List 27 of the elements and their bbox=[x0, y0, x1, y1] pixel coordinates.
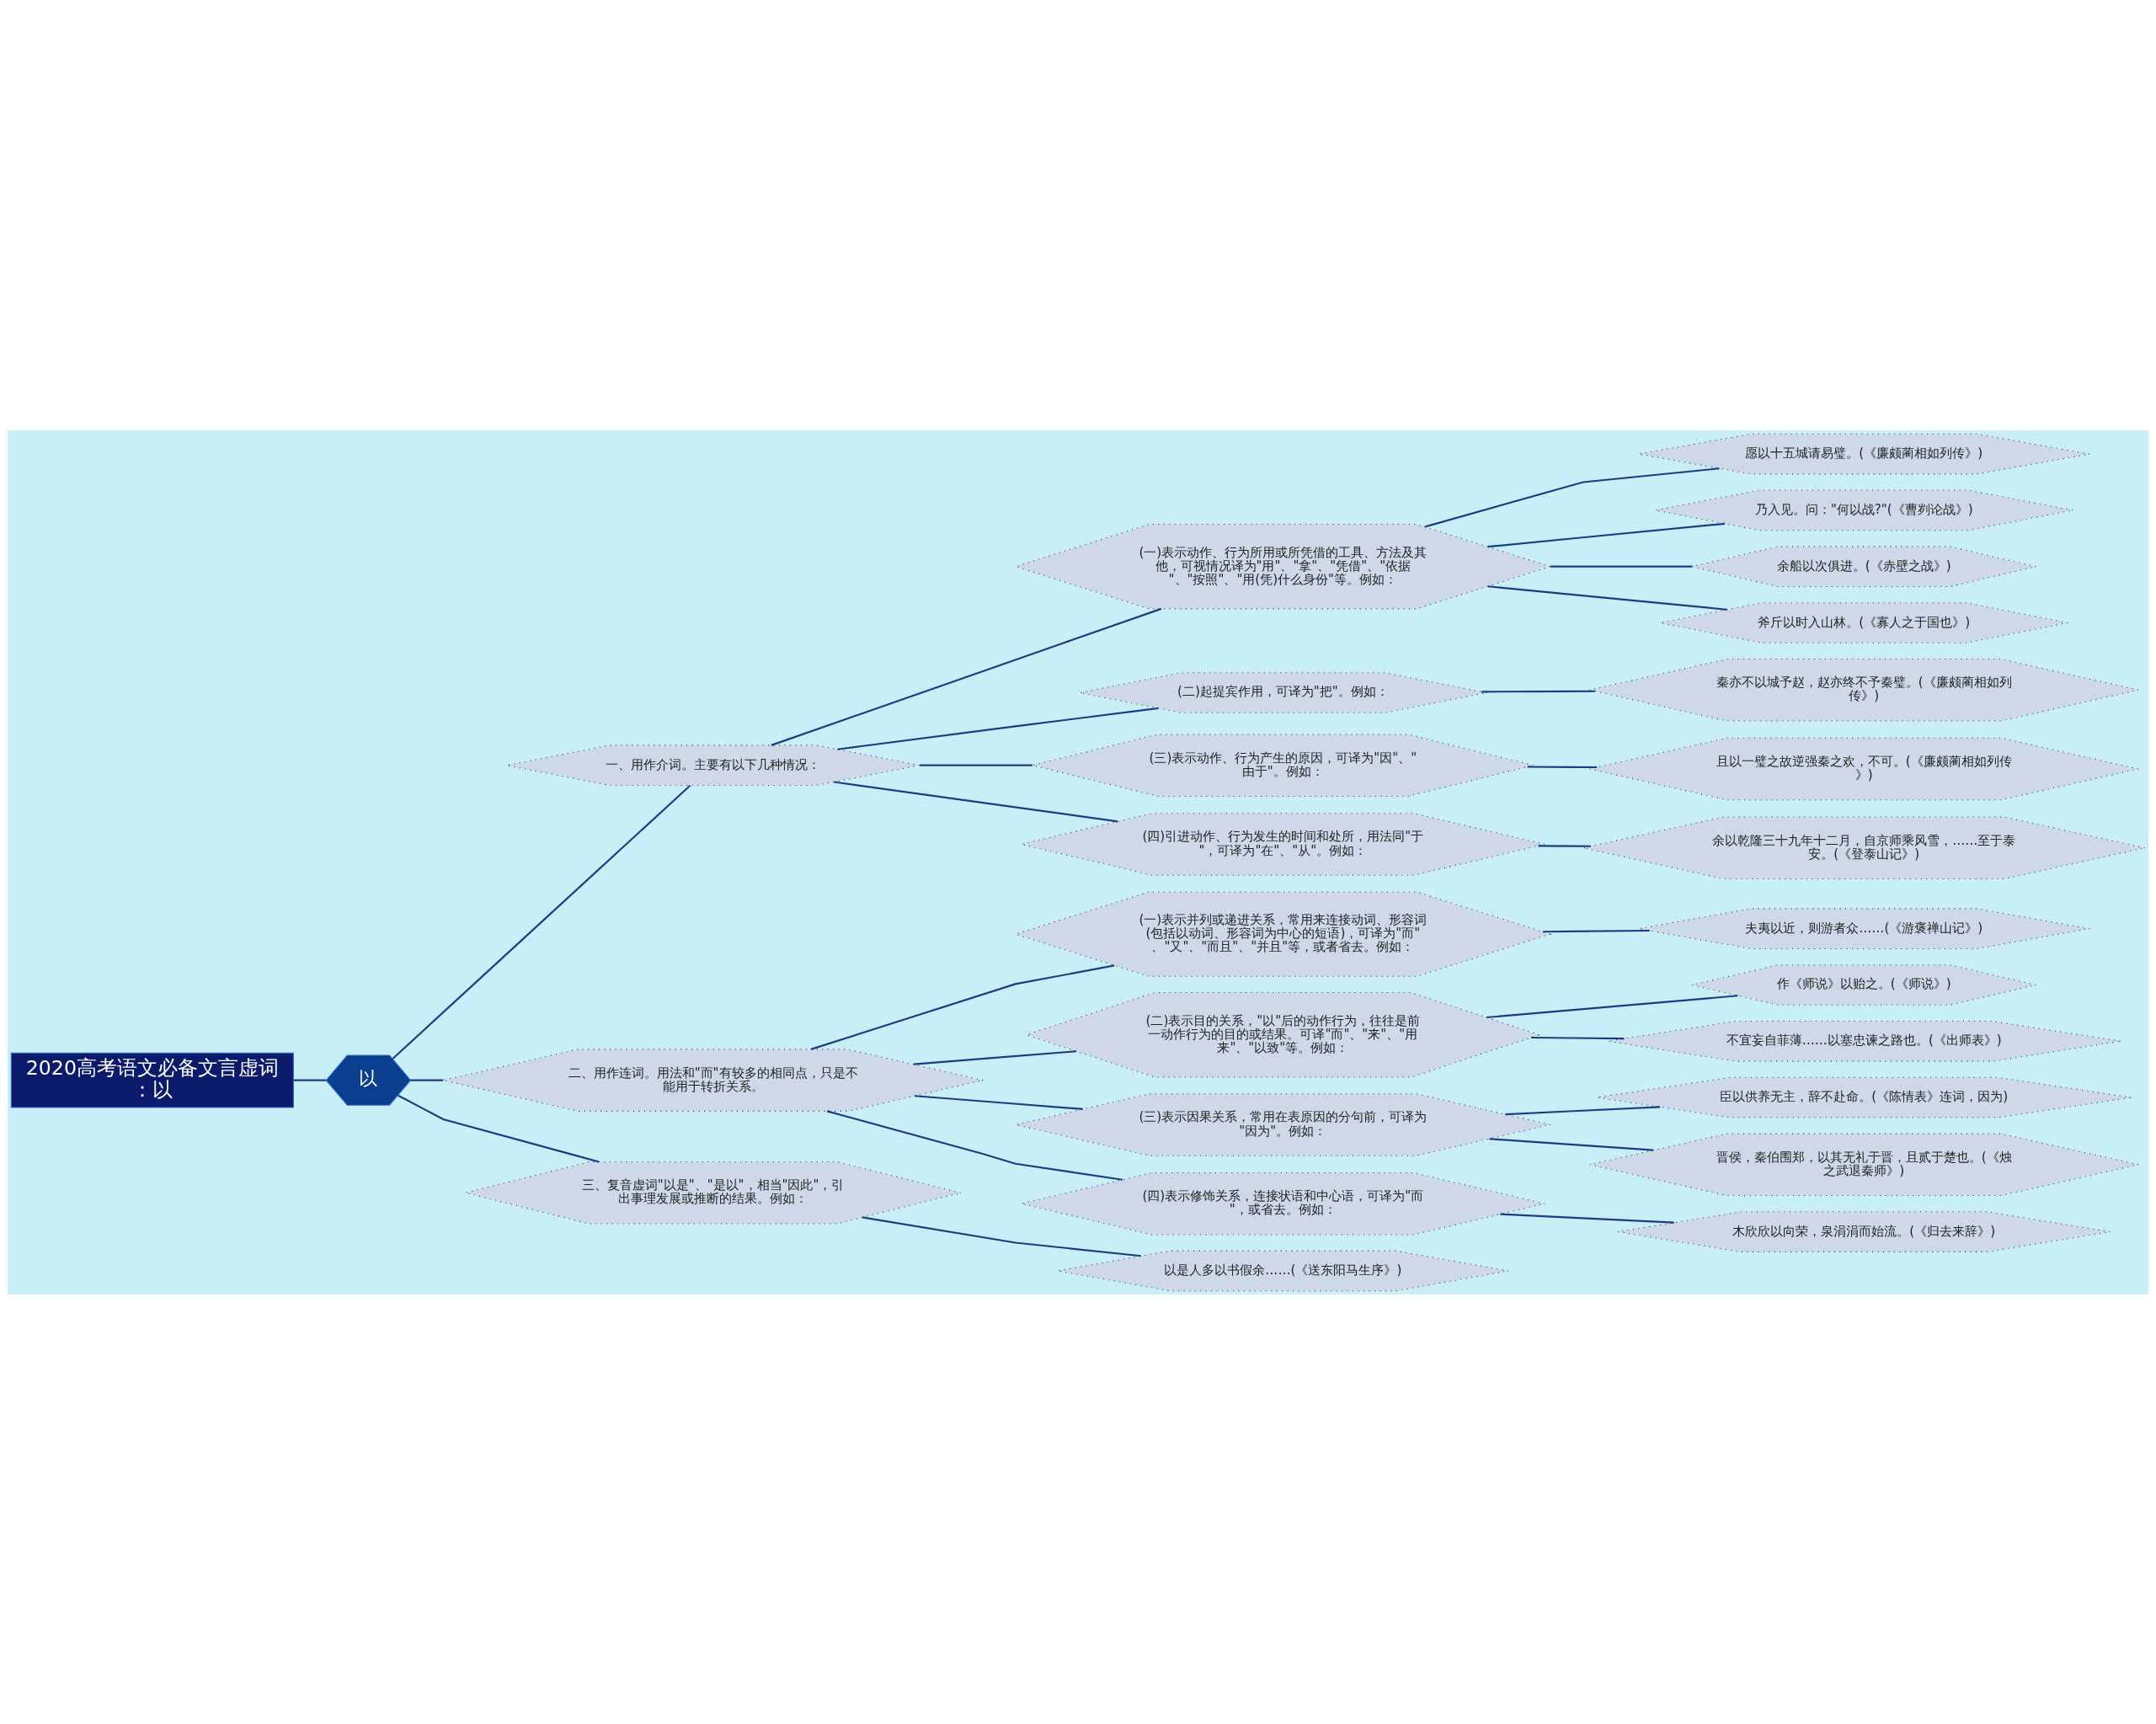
connector bbox=[771, 607, 1162, 746]
node-box: 2020高考语文必备文言虚词：以 bbox=[10, 1052, 294, 1108]
connector bbox=[398, 1094, 600, 1163]
connector bbox=[913, 1049, 1077, 1065]
connector bbox=[914, 1094, 1083, 1110]
connector bbox=[410, 1079, 444, 1081]
connector bbox=[920, 764, 1033, 766]
connector bbox=[837, 707, 1159, 750]
connector bbox=[392, 784, 691, 1059]
connector bbox=[1500, 1213, 1674, 1224]
connector bbox=[1487, 584, 1727, 611]
connector bbox=[826, 1109, 1123, 1181]
connector bbox=[1486, 994, 1738, 1018]
connector bbox=[1481, 690, 1595, 692]
connector bbox=[1424, 467, 1720, 528]
connector bbox=[862, 1215, 1141, 1257]
connector bbox=[810, 963, 1115, 1050]
connector bbox=[834, 780, 1118, 822]
connector bbox=[1550, 565, 1693, 568]
connector bbox=[1505, 1105, 1661, 1115]
connector bbox=[1543, 929, 1650, 932]
connector bbox=[1527, 765, 1598, 768]
connector bbox=[293, 1079, 327, 1081]
connector bbox=[1538, 844, 1591, 847]
connector bbox=[1531, 1036, 1625, 1039]
connector bbox=[1489, 1137, 1654, 1151]
connector bbox=[1487, 522, 1726, 547]
